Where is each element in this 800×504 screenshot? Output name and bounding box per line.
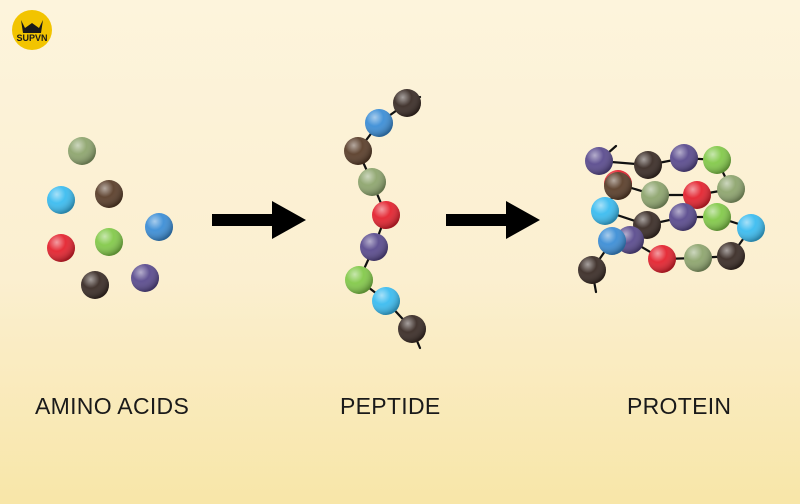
arrow-to-protein: [446, 201, 540, 239]
logo-crown-shape: [21, 20, 43, 33]
amino-acid-bead: [95, 180, 123, 208]
protein-bead: [703, 203, 731, 231]
protein-bead: [578, 256, 606, 284]
protein-bead: [585, 147, 613, 175]
amino-acid-bead: [68, 137, 96, 165]
logo-text: SUPVN: [16, 33, 47, 43]
protein-bead: [669, 203, 697, 231]
peptide-bead: [365, 109, 393, 137]
protein-bead: [684, 244, 712, 272]
protein-bead: [591, 197, 619, 225]
amino-acid-bead: [81, 271, 109, 299]
protein-bead: [683, 181, 711, 209]
protein-bead: [670, 144, 698, 172]
protein-bead: [703, 146, 731, 174]
peptide-bead: [393, 89, 421, 117]
protein-bead: [641, 181, 669, 209]
amino-acid-beads: [47, 89, 765, 343]
amino-acid-bead: [95, 228, 123, 256]
process-arrows: [212, 201, 540, 239]
peptide-bead: [358, 168, 386, 196]
amino-acid-bead: [47, 234, 75, 262]
protein-bead: [604, 172, 632, 200]
protein-bead: [737, 214, 765, 242]
protein-bead: [717, 175, 745, 203]
peptide-bead: [360, 233, 388, 261]
amino-acid-bead: [145, 213, 173, 241]
label-amino-acids: AMINO ACIDS: [35, 393, 190, 419]
protein-bead: [598, 227, 626, 255]
protein-bead: [648, 245, 676, 273]
peptide-bead: [344, 137, 372, 165]
protein-bead: [634, 151, 662, 179]
peptide-bead: [398, 315, 426, 343]
protein-bead: [717, 242, 745, 270]
label-protein: PROTEIN: [627, 393, 732, 419]
protein-fold-bond: [590, 144, 753, 294]
brand-logo-icon: SUPVN: [12, 10, 52, 50]
label-peptide: PEPTIDE: [340, 393, 441, 419]
amino-acid-bead: [131, 264, 159, 292]
amino-acid-bead: [47, 186, 75, 214]
peptide-bead: [345, 266, 373, 294]
peptide-bead: [372, 201, 400, 229]
peptide-bead: [372, 287, 400, 315]
arrow-to-peptide: [212, 201, 306, 239]
